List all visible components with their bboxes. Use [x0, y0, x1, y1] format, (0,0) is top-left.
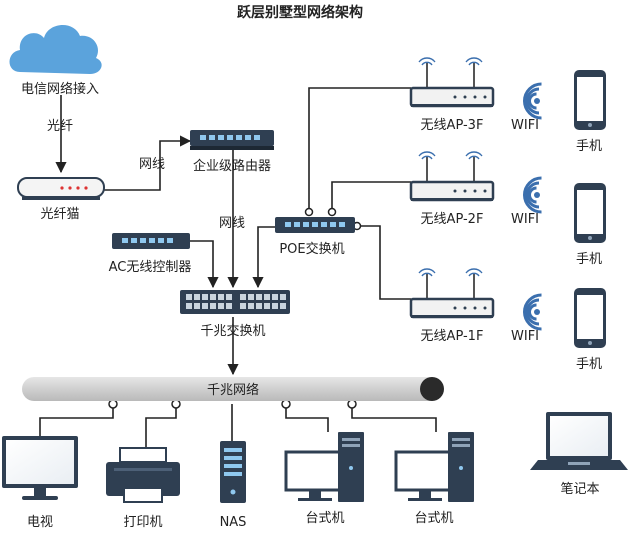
isp-label: 电信网络接入	[21, 81, 99, 97]
switch-port	[240, 294, 246, 300]
access-point-icon	[409, 268, 495, 319]
switch-port	[264, 303, 270, 309]
floor-row: 无线AP-1F WIFI 手机	[409, 268, 606, 372]
poe-ap1-line	[357, 225, 411, 300]
poe-link-line	[252, 226, 275, 289]
network-label: 千兆网络	[207, 382, 259, 398]
printer-label: 打印机	[123, 515, 162, 530]
poe-switch-icon	[275, 217, 355, 233]
access-point-icon	[409, 151, 495, 202]
gigabit-switch-icon	[180, 290, 290, 314]
switch-port	[218, 303, 224, 309]
nas-icon	[220, 441, 246, 503]
router-label: 企业级路由器	[193, 158, 271, 174]
switch-port	[194, 294, 200, 300]
phone-label: 手机	[576, 357, 602, 372]
switch-port	[186, 303, 192, 309]
desktop1-label: 台式机	[305, 511, 344, 526]
switch-port	[202, 294, 208, 300]
switch-port	[256, 303, 262, 309]
switch-port	[194, 303, 200, 309]
fiber-link-label: 光纤	[47, 119, 73, 134]
desktop-icon	[284, 432, 364, 502]
tv-label: 电视	[27, 515, 53, 530]
poe-label: POE交换机	[279, 241, 344, 257]
tv-drop-line	[39, 404, 114, 436]
bus-port-dot	[171, 399, 181, 409]
laptop-label: 笔记本	[560, 481, 599, 497]
phone-label: 手机	[576, 252, 602, 267]
router-icon	[190, 130, 274, 150]
desktop1-drop-line	[285, 404, 329, 432]
switch-port	[264, 294, 270, 300]
laptop-icon	[530, 412, 628, 470]
wifi-icon	[523, 293, 542, 331]
bus-port-dot	[347, 399, 357, 409]
access-point-icon	[409, 57, 495, 108]
phone-icon	[574, 288, 606, 348]
bus-port-dot	[281, 399, 291, 409]
printer-icon	[106, 447, 180, 503]
switch-label: 千兆交换机	[200, 323, 265, 339]
ap-label: 无线AP-1F	[421, 329, 484, 344]
cloud-icon	[9, 24, 102, 74]
wifi-label: WIFI	[511, 329, 539, 344]
ac-controller-icon	[112, 233, 190, 249]
nas-label: NAS	[220, 515, 247, 530]
wifi-icon	[523, 82, 542, 120]
switch-port	[210, 294, 216, 300]
phone-icon	[574, 70, 606, 130]
printer-drop-line	[145, 404, 177, 448]
switch-port	[248, 303, 254, 309]
switch-port	[210, 303, 216, 309]
switch-port	[240, 303, 246, 309]
switch-port	[226, 294, 232, 300]
switch-port	[218, 294, 224, 300]
tv-icon	[2, 436, 78, 500]
diagram-title: 跃层别墅型网络架构	[237, 4, 363, 21]
network-bus	[22, 377, 444, 401]
wifi-label: WIFI	[511, 118, 539, 133]
switch-port	[272, 303, 278, 309]
desktop2-label: 台式机	[414, 511, 453, 526]
modem-label: 光纤猫	[40, 207, 79, 222]
phone-label: 手机	[576, 139, 602, 154]
switch-port	[256, 294, 262, 300]
switch-port	[272, 294, 278, 300]
ac-link-line	[190, 240, 219, 289]
ap-label: 无线AP-3F	[421, 118, 484, 133]
desktop2-drop-line	[351, 404, 437, 432]
ap-label: 无线AP-2F	[421, 212, 484, 227]
switch-port	[186, 294, 192, 300]
floor-row: 无线AP-2F WIFI 手机	[409, 151, 606, 267]
poe-ap3-line	[308, 87, 411, 211]
connections	[39, 87, 437, 448]
bus-port-dot	[108, 399, 118, 409]
poe-port-dot	[327, 207, 337, 217]
desktop-icon	[394, 432, 474, 502]
wan-link-label: 网线	[139, 157, 165, 172]
wan-link-line	[104, 135, 192, 191]
modem-icon	[17, 177, 105, 200]
poe-ap2-line	[331, 181, 411, 211]
wifi-label: WIFI	[511, 212, 539, 227]
lan-link-label: 网线	[219, 216, 245, 231]
switch-port	[248, 294, 254, 300]
floor-row: 无线AP-3F WIFI 手机	[409, 57, 606, 154]
phone-icon	[574, 183, 606, 243]
switch-port	[202, 303, 208, 309]
ac-label: AC无线控制器	[109, 260, 192, 275]
switch-port	[280, 294, 286, 300]
switch-port	[226, 303, 232, 309]
switch-port	[280, 303, 286, 309]
wifi-icon	[523, 176, 542, 214]
poe-port-dot	[304, 207, 314, 217]
